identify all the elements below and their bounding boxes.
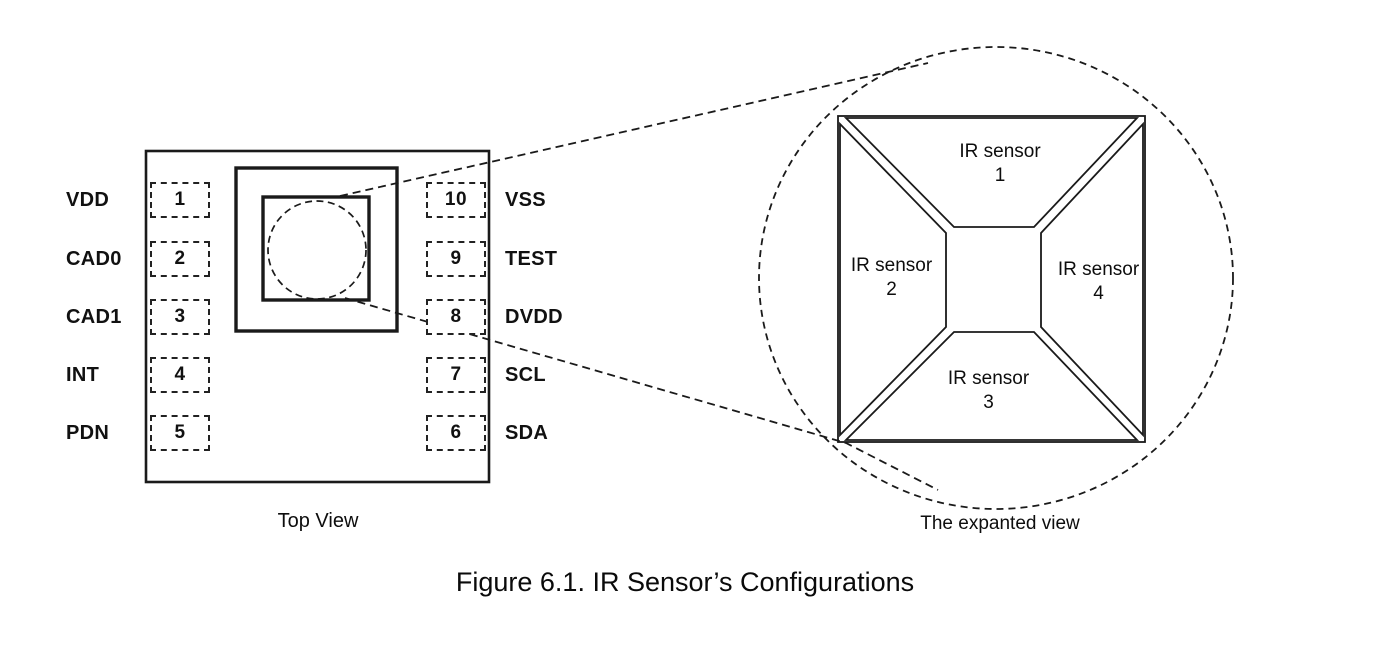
pin-number-7: 7 [450,364,462,385]
pin-box-3: 3 [150,299,210,335]
ir-sensor-1-region [843,117,1140,228]
magnifier-line-top [339,62,929,197]
ir-sensor-2-label: IR sensor 2 [829,254,954,302]
ir-sensor-2-region [839,121,947,438]
ir-sensor-3-number: 3 [983,392,994,413]
pin-number-1: 1 [174,189,186,210]
pin-box-9: 9 [426,241,486,277]
ir-sensor-3-region [843,331,1140,441]
pin-number-5: 5 [174,422,186,443]
sensor-die-outline [837,115,1146,443]
ir-sensor-4-label: IR sensor 4 [1036,258,1161,306]
ir-sensor-4-text: IR sensor [1057,259,1140,280]
pin-box-8: 8 [426,299,486,335]
pin-box-1: 1 [150,182,210,218]
pin-number-3: 3 [174,306,186,327]
pin-number-10: 10 [444,189,468,210]
sensor-window [261,195,371,302]
ir-sensor-3-label: IR sensor 3 [926,367,1051,415]
pin-box-2: 2 [150,241,210,277]
pin-name-scl: SCL [505,364,546,386]
pin-number-6: 6 [450,422,462,443]
pin-number-2: 2 [174,248,186,269]
magnifier-line-bottom [344,297,939,491]
pin-name-sda: SDA [505,422,549,444]
pin-name-cad1: CAD1 [66,306,122,328]
pin-box-4: 4 [150,357,210,393]
pin-name-int: INT [66,364,100,386]
figure-caption: Figure 6.1. IR Sensor’s Configurations [455,567,915,597]
pin-name-pdn: PDN [66,422,110,444]
pin-name-cad0: CAD0 [66,248,122,270]
ir-sensor-1-number: 1 [994,165,1006,186]
pin-box-7: 7 [426,357,486,393]
pin-box-10: 10 [426,182,486,218]
top-view-label: Top View [277,510,359,532]
pin-number-8: 8 [450,306,462,327]
ir-sensor-2-number: 2 [886,279,897,300]
chip-outline [144,149,491,484]
magnifier-circle [758,46,1234,510]
pin-box-5: 5 [150,415,210,451]
pin-name-test: TEST [505,248,558,270]
aperture-frame [234,166,399,333]
pin-number-4: 4 [174,364,186,385]
pin-name-vss: VSS [505,189,546,211]
sensor-circle [267,200,367,300]
pin-name-dvdd: DVDD [505,306,563,328]
pin-number-9: 9 [450,248,462,269]
ir-sensor-3-text: IR sensor [947,368,1030,389]
ir-sensor-4-number: 4 [1093,283,1104,304]
expanded-view-label: The expanted view [920,513,1080,534]
pin-name-vdd: VDD [66,189,110,211]
ir-sensor-1-text: IR sensor [959,141,1041,162]
ir-sensor-4-region [1040,121,1144,438]
pin-box-6: 6 [426,415,486,451]
ir-sensor-1-label: IR sensor 1 [930,140,1070,188]
ir-sensor-2-text: IR sensor [850,255,933,276]
